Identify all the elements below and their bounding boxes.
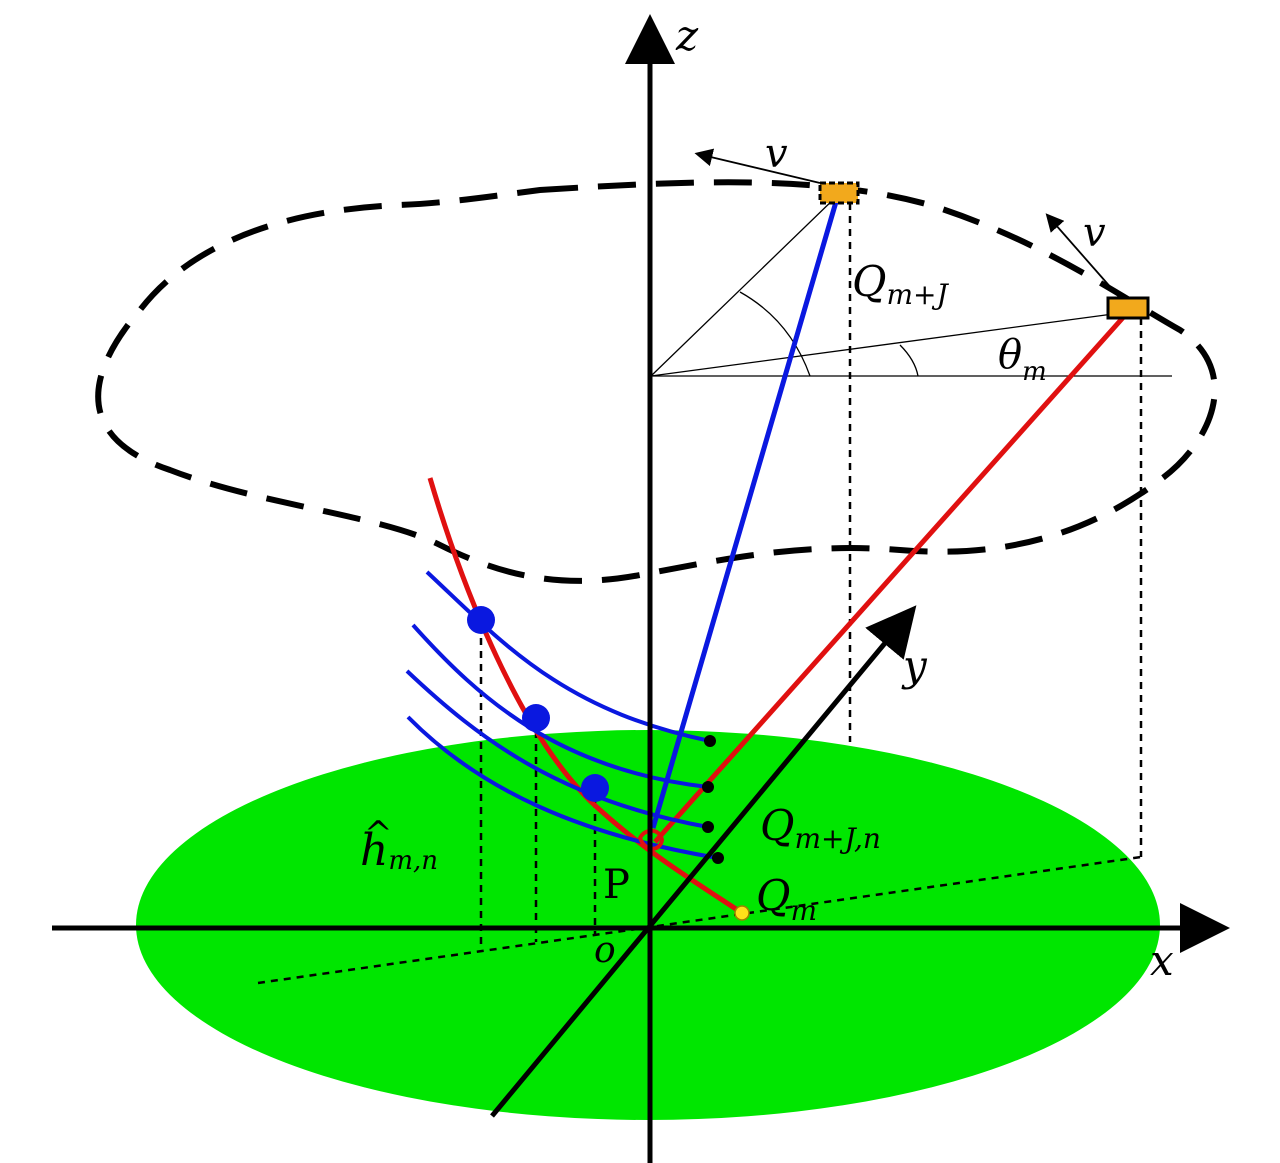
q-m-plus-j-n-label: Qm+J,n — [760, 801, 881, 855]
q-m-point — [734, 905, 750, 921]
velocity-arrow-2 — [1045, 213, 1121, 299]
velocity-arrow-1 — [694, 148, 821, 184]
angle-construction — [650, 194, 1172, 377]
svg-text:hm,n: hm,n — [360, 825, 438, 876]
q-m-label: Qm — [756, 871, 817, 927]
flight-track — [95, 179, 1218, 584]
projection-lines — [257, 203, 1143, 985]
blue-dots — [467, 606, 609, 802]
y-axis-label: y — [901, 641, 928, 690]
blue-slant-range — [650, 194, 841, 829]
origin-label: o — [594, 930, 616, 971]
velocity-label-1: v — [765, 131, 788, 177]
platform-1 — [818, 181, 860, 205]
z-axis-label: z — [675, 11, 699, 60]
point-p-label: P — [603, 862, 630, 908]
point-p-marker — [637, 828, 665, 851]
platform-2 — [1106, 296, 1150, 320]
q-m-plus-j-label: Qm+J — [852, 257, 949, 311]
x-axis-label: x — [1150, 936, 1174, 985]
y-axis — [490, 605, 917, 1118]
svg-text:^: ^ — [364, 814, 393, 854]
velocity-label-2: v — [1083, 210, 1106, 256]
red-slant-range — [653, 310, 1130, 844]
black-dots — [702, 735, 724, 864]
h-hat-label: ^ hm,n — [360, 814, 438, 876]
theta-m-label: θm — [998, 332, 1047, 387]
